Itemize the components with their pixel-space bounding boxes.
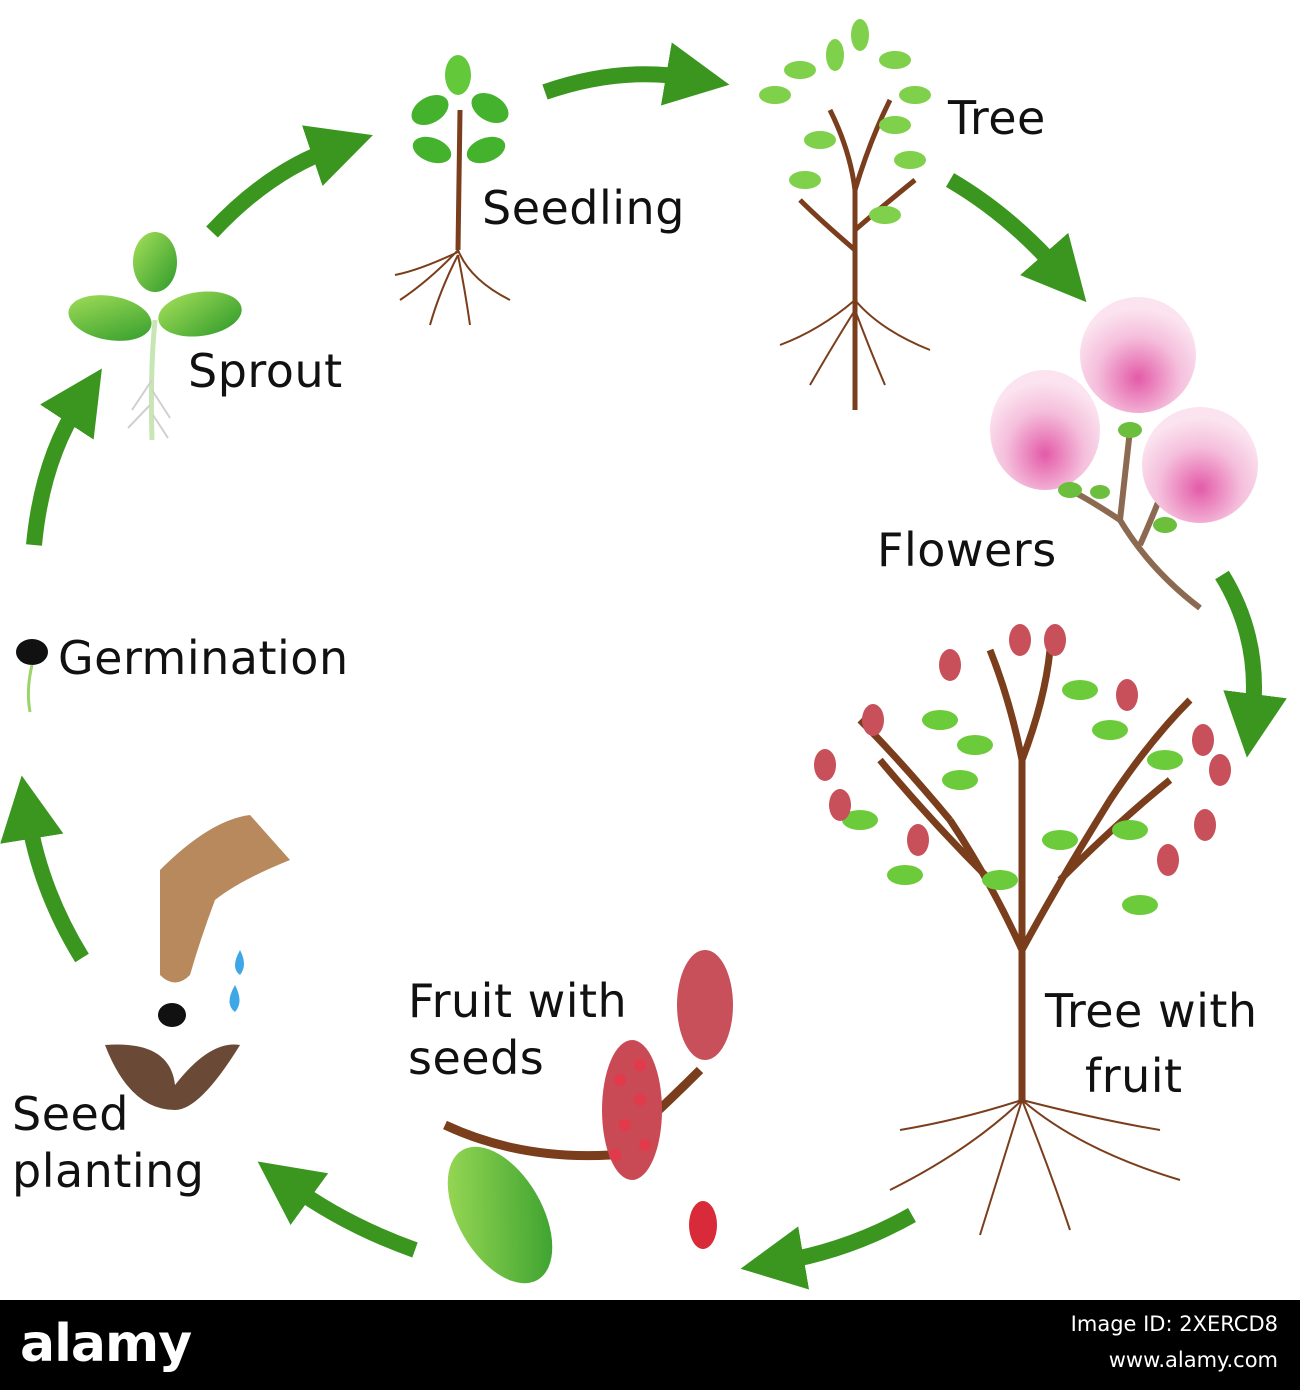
label-tree-with-fruit-line2: fruit [1085, 1049, 1183, 1103]
brand-logo: alamy [20, 1314, 192, 1374]
site-url: www.alamy.com [1108, 1348, 1278, 1372]
tree-with-fruit-illustration [814, 624, 1231, 1236]
germination-illustration [16, 639, 48, 713]
arrow-germination-to-sprout [26, 368, 102, 546]
arrow-flowers-to-fruit-tree [1215, 570, 1287, 758]
label-fruit-with-seeds-line1: Fruit with [408, 974, 628, 1028]
label-fruit-with-seeds-line2: seeds [408, 1031, 545, 1085]
label-flowers: Flowers [877, 523, 1057, 577]
tree-illustration [759, 19, 931, 410]
cycle-arrows [0, 42, 1287, 1290]
sprout-illustration [68, 232, 242, 441]
arrow-seedling-to-tree [542, 42, 730, 106]
fruit-with-seeds-illustration [443, 950, 733, 1284]
arrow-fruit-tree-to-fruit [740, 1208, 916, 1290]
seedling-illustration [394, 55, 511, 326]
label-tree: Tree [948, 91, 1046, 145]
life-cycle-diagram [0, 19, 1287, 1290]
image-id: Image ID: 2XERCD8 [1070, 1312, 1278, 1336]
label-seedling: Seedling [482, 181, 685, 235]
watermark-bar: alamy Image ID: 2XERCD8 www.alamy.com [0, 1300, 1300, 1390]
arrow-fruit-to-planting [257, 1161, 418, 1258]
arrow-sprout-to-seedling [206, 125, 373, 238]
label-sprout: Sprout [188, 344, 343, 398]
label-germination: Germination [58, 631, 349, 685]
arrow-tree-to-flowers [945, 173, 1087, 303]
arrow-planting-to-germination [0, 775, 89, 963]
label-seed-planting-line1: Seed [12, 1087, 129, 1141]
label-tree-with-fruit-line1: Tree with [1045, 984, 1258, 1038]
flowers-illustration [990, 297, 1258, 611]
label-seed-planting-line2: planting [12, 1144, 205, 1198]
seed-planting-illustration [105, 815, 290, 1110]
